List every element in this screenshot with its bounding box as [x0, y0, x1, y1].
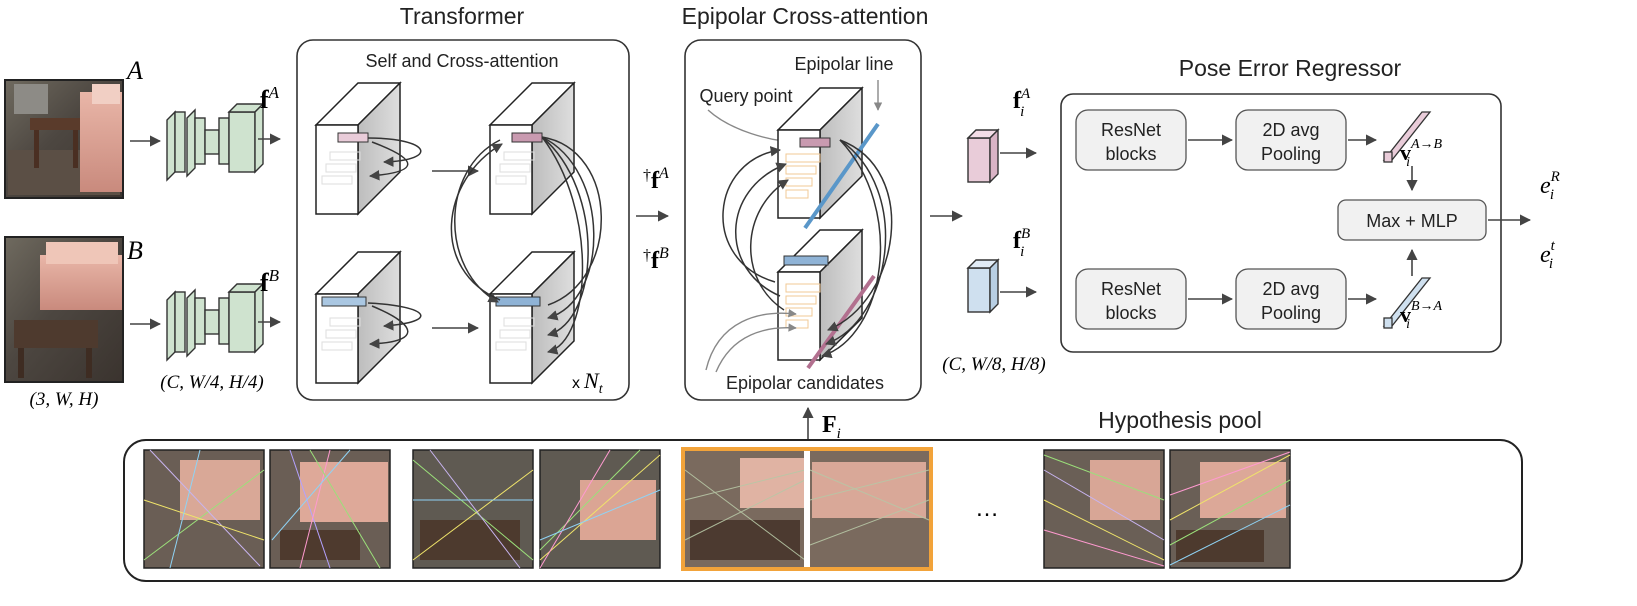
- image-a-label: A: [125, 56, 143, 85]
- transformer-cube-b-left: [314, 250, 402, 385]
- feature-a-label: fA: [260, 83, 280, 114]
- svg-text:2D avg: 2D avg: [1262, 279, 1319, 299]
- svg-text:ResNet: ResNet: [1101, 279, 1161, 299]
- resnet-blocks-bottom: ResNet blocks: [1075, 268, 1187, 330]
- input-shape-label: (3, W, H): [30, 389, 99, 410]
- svg-text:Pooling: Pooling: [1261, 144, 1321, 164]
- feature-i-shape-label: (C, W/8, H/8): [942, 354, 1045, 375]
- hypothesis-pool-title: Hypothesis pool: [1098, 407, 1262, 433]
- svg-text:Pooling: Pooling: [1261, 303, 1321, 323]
- hypothesis-pair-selected: [681, 447, 933, 571]
- epipolar-attention-arrows: [722, 139, 893, 359]
- hypothesis-ellipsis: …: [975, 495, 999, 522]
- self-attention-arrows: [367, 137, 422, 349]
- vector-bottom: [1382, 277, 1432, 329]
- epipolar-cube-b: [776, 228, 876, 370]
- epipolar-cube-a: [776, 86, 880, 230]
- epipolar-candidates-label: Epipolar candidates: [726, 373, 884, 393]
- avg-pooling-bottom: 2D avg Pooling: [1235, 268, 1347, 330]
- transformer-inner-title: Self and Cross-attention: [365, 51, 558, 71]
- transformer-cube-a-left: [314, 81, 402, 216]
- transformer-output-b: †fB: [643, 245, 669, 274]
- epipolar-line-label: Epipolar line: [794, 54, 893, 74]
- vector-top: [1382, 111, 1432, 163]
- transformer-cube-b-right: [488, 250, 576, 385]
- svg-text:2D avg: 2D avg: [1262, 120, 1319, 140]
- image-b-label: B: [127, 236, 143, 265]
- cnn-encoder-a: [166, 102, 265, 182]
- cross-attention-arrows: [450, 136, 602, 355]
- feature-b-label: fB: [260, 266, 280, 297]
- regressor-box: [1060, 93, 1502, 353]
- input-image-b: [4, 236, 124, 383]
- svg-text:blocks: blocks: [1105, 144, 1156, 164]
- avg-pooling-top: 2D avg Pooling: [1235, 109, 1347, 171]
- epipolar-title: Epipolar Cross-attention: [682, 3, 929, 29]
- svg-text:blocks: blocks: [1105, 303, 1156, 323]
- transformer-cube-a-right: [488, 81, 576, 216]
- transformer-output-a: †fA: [643, 165, 669, 194]
- input-image-a: [4, 79, 124, 199]
- transformer-title: Transformer: [400, 3, 525, 29]
- svg-text:ResNet: ResNet: [1101, 120, 1161, 140]
- hypothesis-pool-box: [123, 439, 1523, 582]
- cnn-shape-label: (C, W/4, H/4): [160, 372, 263, 393]
- transformer-box: [296, 39, 630, 401]
- query-point-label: Query point: [699, 86, 792, 106]
- hypothesis-pair-last: [1043, 449, 1291, 569]
- fundamental-matrix-label: Fi: [822, 412, 841, 442]
- hypothesis-pair-1: [143, 449, 391, 569]
- max-mlp-box: Max + MLP: [1337, 199, 1487, 241]
- resnet-blocks-top: ResNet blocks: [1075, 109, 1187, 171]
- epipolar-box: [684, 39, 922, 401]
- svg-text:Max + MLP: Max + MLP: [1366, 211, 1458, 231]
- feature-i-b-block: [966, 258, 1000, 314]
- feature-i-a-block: [966, 128, 1000, 184]
- cnn-encoder-b: [166, 282, 265, 362]
- regressor-title: Pose Error Regressor: [1179, 55, 1402, 81]
- hypothesis-pair-2: [412, 449, 661, 569]
